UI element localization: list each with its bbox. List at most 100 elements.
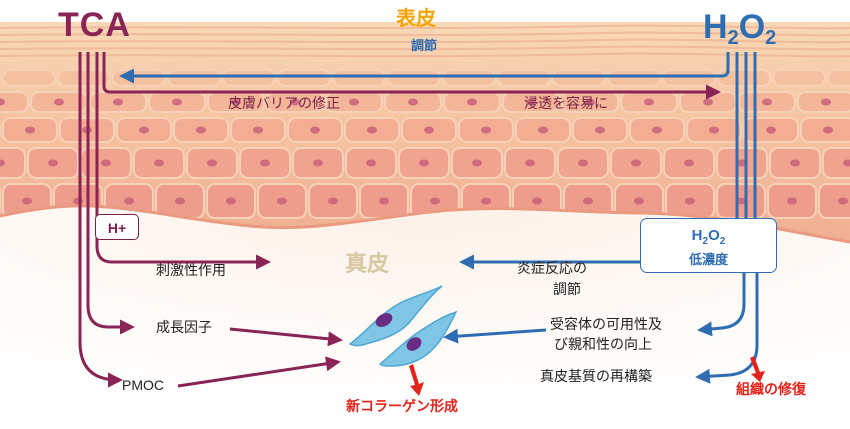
epidermal-cell [0, 147, 26, 179]
cell-nucleus [787, 197, 797, 205]
pmoc-label: PMOC [122, 377, 164, 393]
cell-nucleus [583, 197, 593, 205]
cell-nucleus [101, 159, 111, 167]
cell-nucleus [823, 126, 833, 134]
h2o2-title: H2O2 [703, 8, 777, 49]
cell-nucleus [709, 126, 719, 134]
cell-nucleus [762, 98, 772, 106]
epidermal-cell [607, 69, 661, 87]
cell-nucleus [0, 159, 5, 167]
tissue-repair-label: 組織の修復 [736, 382, 806, 398]
epidermal-cell [112, 69, 166, 87]
cell-nucleus [113, 98, 123, 106]
cell-nucleus [154, 159, 164, 167]
dermis-title: 真皮 [345, 252, 390, 277]
inflammation-label-2: 調節 [553, 282, 581, 298]
cell-nucleus [408, 98, 418, 106]
cell-nucleus [22, 197, 32, 205]
cell-nucleus [175, 197, 185, 205]
epidermal-cell [0, 91, 29, 113]
cell-nucleus [379, 197, 389, 205]
stratum-line [0, 45, 850, 51]
cell-nucleus [310, 126, 320, 134]
epidermal-cell [57, 69, 111, 87]
result-arrows [409, 356, 765, 396]
stratum-line [0, 38, 850, 44]
epidermal-cell [332, 69, 386, 87]
inflammation-label-1: 炎症反応の [517, 261, 587, 277]
fibroblast-cells [348, 285, 458, 367]
cell-nucleus [585, 98, 595, 106]
epidermal-cell [387, 69, 441, 87]
cell-nucleus [790, 159, 800, 167]
cell-nucleus [472, 159, 482, 167]
epidermal-cell [442, 69, 496, 87]
cell-nucleus [481, 126, 491, 134]
cell-nucleus [328, 197, 338, 205]
growth-factor-label: 成長因子 [156, 320, 212, 336]
barrier-repair-label: 皮膚バリアの修正 [228, 96, 340, 112]
epidermal-cell [772, 69, 826, 87]
cell-nucleus [843, 159, 850, 167]
cell-nucleus [595, 126, 605, 134]
tca-pathways [78, 52, 721, 388]
epidermal-cell [2, 69, 56, 87]
regulation-label: 調節 [411, 39, 438, 54]
tca-title: TCA [58, 6, 131, 44]
epidermal-cell [277, 69, 331, 87]
epidermal-cell [827, 69, 850, 87]
cell-nucleus [481, 197, 491, 205]
epidermal-cell [552, 69, 606, 87]
cell-nucleus [124, 197, 134, 205]
cell-nucleus [366, 159, 376, 167]
cell-nucleus [48, 159, 58, 167]
cell-nucleus [430, 197, 440, 205]
cell-nucleus [260, 159, 270, 167]
epidermal-cell [497, 69, 551, 87]
h2o2-pathways [119, 52, 759, 384]
cell-nucleus [226, 197, 236, 205]
cell-nucleus [419, 159, 429, 167]
cell-nucleus [467, 98, 477, 106]
cell-nucleus [703, 98, 713, 106]
cell-nucleus [538, 126, 548, 134]
cell-nucleus [631, 159, 641, 167]
receptor-label-2: び親和性の向上 [554, 337, 652, 353]
stratum-line [0, 24, 850, 30]
h2o2-formula: H2O2 [691, 227, 726, 247]
h-plus-box: H+ [95, 214, 139, 240]
matrix-rebuild-label: 真皮基質の再構築 [540, 369, 652, 385]
cell-nucleus [685, 197, 695, 205]
cell-nucleus [277, 197, 287, 205]
cell-nucleus [424, 126, 434, 134]
irritation-label: 刺激性作用 [156, 263, 226, 279]
cell-nucleus [652, 126, 662, 134]
cell-nucleus [578, 159, 588, 167]
cell-nucleus [634, 197, 644, 205]
stratum-line [0, 52, 850, 58]
cell-nucleus [0, 98, 5, 106]
cell-nucleus [290, 98, 300, 106]
cell-nucleus [54, 98, 64, 106]
epidermis-title: 表皮 [396, 6, 436, 30]
h2o2-low-box: H2O2 低濃度 [640, 218, 777, 273]
basal-membrane [0, 204, 850, 244]
cell-nucleus [367, 126, 377, 134]
epidermal-cell [717, 69, 771, 87]
cell-nucleus [532, 197, 542, 205]
cell-nucleus [172, 98, 182, 106]
epidermal-cell [662, 69, 716, 87]
cell-nucleus [25, 126, 35, 134]
cell-nucleus [644, 98, 654, 106]
epidermal-cell [167, 69, 221, 87]
cell-nucleus [821, 98, 831, 106]
epidermal-cell [222, 69, 276, 87]
cell-nucleus [525, 159, 535, 167]
cell-nucleus [231, 98, 241, 106]
low-concentration-label: 低濃度 [688, 253, 728, 268]
cell-nucleus [313, 159, 323, 167]
penetration-label: 浸透を容易に [524, 96, 608, 112]
cell-nucleus [207, 159, 217, 167]
new-collagen-label: 新コラーゲン形成 [346, 399, 458, 415]
cell-nucleus [766, 126, 776, 134]
